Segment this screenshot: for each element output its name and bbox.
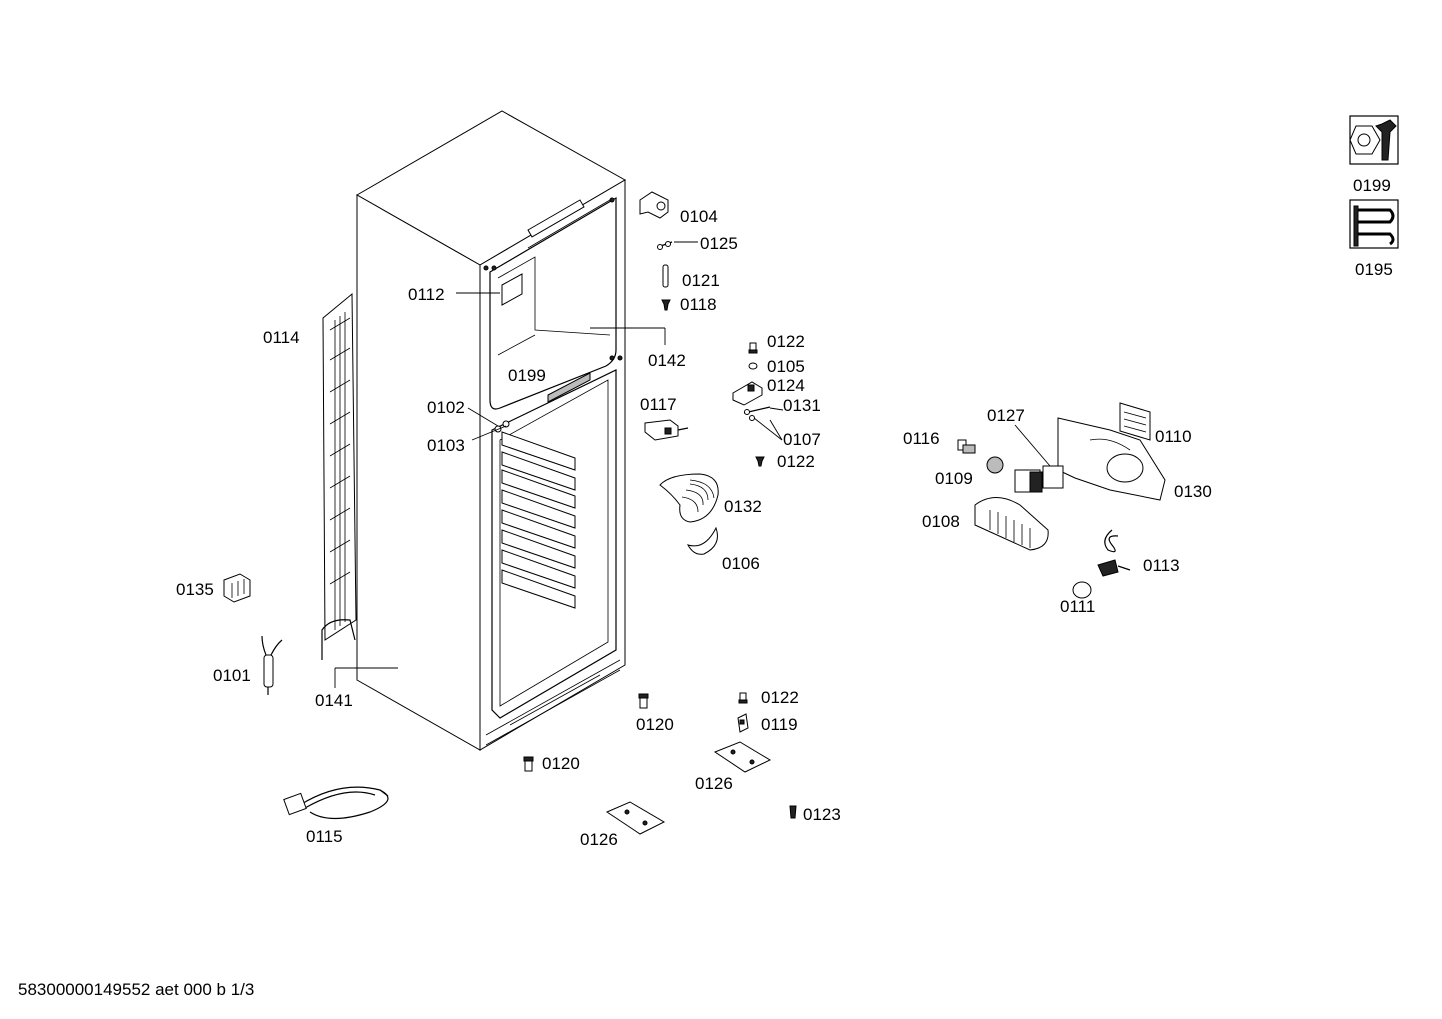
callout-0125: 0125 <box>700 234 738 253</box>
callout-0130: 0130 <box>1174 482 1212 501</box>
callout-0107: 0107 <box>783 430 821 449</box>
callout-0119: 0119 <box>761 715 798 734</box>
callout-0105: 0105 <box>767 357 805 376</box>
part-0111-knob <box>1072 581 1092 599</box>
callout-0115: 0115 <box>306 827 343 846</box>
callout-0104: 0104 <box>680 207 718 226</box>
part-0119-bracket <box>737 713 749 733</box>
callout-0126-bottom: 0126 <box>580 830 618 849</box>
legend-tools-label: 0199 <box>1353 176 1391 195</box>
callout-labels: 0104 0125 0121 0118 0112 0114 0142 0199 … <box>176 207 1212 849</box>
callout-0122-mid: 0122 <box>777 452 815 471</box>
part-0106-cover <box>686 526 718 555</box>
callout-0106: 0106 <box>722 554 760 573</box>
callout-0116: 0116 <box>903 429 940 448</box>
part-0131-screws <box>743 406 771 421</box>
part-0126b-hinge-plate <box>605 801 666 835</box>
callout-0108: 0108 <box>922 512 960 531</box>
part-0135-connector <box>223 573 251 603</box>
part-0104-bracket <box>639 191 669 219</box>
callout-0127: 0127 <box>987 406 1025 425</box>
part-0120a-screw <box>638 693 649 709</box>
callout-0114: 0114 <box>263 328 300 347</box>
part-0116-pin <box>957 439 976 454</box>
wrench-nut-icon <box>1349 119 1397 161</box>
callout-0109: 0109 <box>935 469 973 488</box>
part-0118-screw <box>661 299 671 311</box>
callout-0122-bottom: 0122 <box>761 688 799 707</box>
coil-icon <box>1353 205 1395 247</box>
part-0125-screw <box>657 241 673 250</box>
leader-lines <box>334 241 1051 688</box>
part-0121-pin <box>662 264 669 288</box>
legend-evaporator: 0195 <box>1349 199 1399 279</box>
callout-0131: 0131 <box>783 396 821 415</box>
fridge-shelves <box>501 431 576 609</box>
callout-0101: 0101 <box>213 666 251 685</box>
callout-0123: 0123 <box>803 805 841 824</box>
callout-0118: 0118 <box>680 295 717 314</box>
part-0122a-screw <box>748 342 758 354</box>
part-0126a-hinge-plate <box>713 741 772 773</box>
callout-0124: 0124 <box>767 376 805 395</box>
callout-0103: 0103 <box>427 436 465 455</box>
part-0115-power-cord <box>283 786 389 820</box>
callout-0122-top: 0122 <box>767 332 805 351</box>
part-0124-hinge <box>732 381 763 406</box>
part-0122b-screw <box>755 456 765 467</box>
condenser-coil <box>321 292 357 660</box>
callout-0132: 0132 <box>724 497 762 516</box>
callout-0120-right: 0120 <box>636 715 674 734</box>
callout-0135: 0135 <box>176 580 214 599</box>
part-0122c-screw <box>738 692 748 704</box>
callout-0121: 0121 <box>682 271 720 290</box>
legend-tools: 0199 <box>1349 115 1399 195</box>
document-footer: 58300000149552 aet 000 b 1/3 <box>18 980 255 999</box>
part-0109-ring <box>986 456 1004 474</box>
callout-0117: 0117 <box>640 395 677 414</box>
callout-0141: 0141 <box>315 691 353 710</box>
part-0127-motor <box>1014 465 1064 493</box>
callout-0102: 0102 <box>427 398 465 417</box>
part-0105-washer <box>748 362 758 370</box>
callout-0111: 0111 <box>1060 597 1095 616</box>
part-0132-fan-cover <box>659 473 719 523</box>
part-0120b-screw <box>523 756 534 772</box>
callout-0112: 0112 <box>408 285 445 304</box>
part-0113-thermostat <box>1097 529 1131 577</box>
callout-0142: 0142 <box>648 351 686 370</box>
part-0110-bracket <box>1119 402 1151 441</box>
part-0101-capacitor <box>261 635 283 695</box>
fridge-cabinet <box>355 110 627 751</box>
part-0117-switch <box>644 419 689 441</box>
part-0108-fan-blade <box>974 497 1049 551</box>
callout-0199-cabinet: 0199 <box>508 366 546 385</box>
callout-0120-left: 0120 <box>542 754 580 773</box>
legend-evaporator-label: 0195 <box>1355 260 1393 279</box>
callout-0113: 0113 <box>1143 556 1180 575</box>
callout-0110: 0110 <box>1155 427 1192 446</box>
part-0130-fan-housing <box>1057 417 1166 501</box>
part-0123-screw <box>789 805 797 819</box>
callout-0126-top: 0126 <box>695 774 733 793</box>
